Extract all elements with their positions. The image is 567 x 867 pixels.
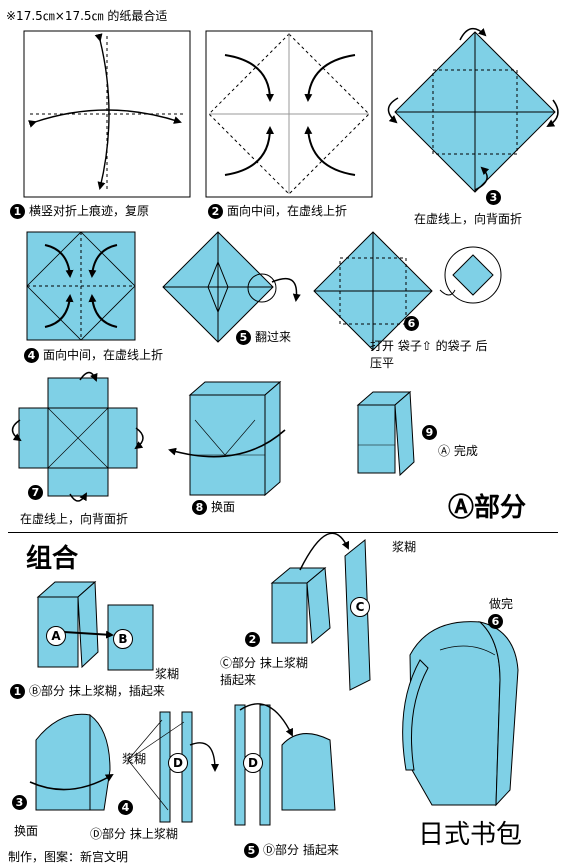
- assembly-step-2-number: 2: [245, 632, 264, 647]
- part-b-badge: B: [113, 628, 133, 649]
- glue-label-b: 浆糊: [155, 667, 180, 681]
- step-3-number: 3: [486, 190, 505, 205]
- section-a-title: Ⓐ部分: [448, 493, 527, 523]
- assembly-step3-drawing: [29, 713, 114, 811]
- step8-drawing: [168, 380, 286, 497]
- assembly-step-6-number: 6: [488, 614, 507, 629]
- assembly-step1-drawing: [36, 580, 154, 671]
- credit-line: 制作，图案：新宫文明: [8, 850, 129, 864]
- assembly-step-4-label: Ⓓ部分 抹上浆糊: [90, 827, 178, 841]
- part-a-badge: A: [46, 625, 66, 646]
- step3-drawing: [387, 27, 559, 193]
- assembly-step-3-number: 3: [12, 795, 31, 810]
- step-9-number: 9: [422, 425, 441, 440]
- assembly-step-2-label: Ⓒ部分 抹上浆糊 插起来: [220, 656, 308, 687]
- backpack-drawing: [402, 621, 519, 807]
- step-6-number: 6: [404, 316, 423, 331]
- assembly-step-3-label: 换面: [14, 824, 39, 838]
- assembly-step-6-label: 做完: [489, 597, 514, 611]
- glue-label-d: 浆糊: [122, 752, 147, 766]
- assembly-step5-drawing: [234, 703, 336, 826]
- step-9-label: Ⓐ 完成: [438, 444, 478, 458]
- step4-drawing: [26, 231, 136, 341]
- part-d-badge-2: D: [243, 752, 263, 773]
- result-title: 日式书包: [418, 820, 523, 850]
- glue-label-c: 浆糊: [392, 540, 417, 554]
- section-divider: [8, 532, 558, 533]
- step6-drawing: [313, 231, 502, 351]
- step-3-label: 在虚线上，向背面折: [414, 212, 523, 226]
- step-6-label: 打开 袋子⇧ 的袋子 后 压平: [370, 339, 488, 370]
- part-c-badge: C: [350, 596, 370, 617]
- step5-drawing: [162, 231, 301, 343]
- step9-drawing: [356, 390, 415, 477]
- assembly-title: 组合: [26, 544, 79, 574]
- step2-drawing: [205, 30, 373, 198]
- assembly-step-4-number: 4: [118, 800, 137, 815]
- paper-size-note: ※17.5㎝×17.5㎝ 的纸最合适: [6, 9, 168, 23]
- step1-drawing: [23, 30, 191, 198]
- step-7-label: 在虚线上，向背面折: [20, 512, 129, 526]
- step7-drawing: [11, 371, 144, 502]
- step-7-number: 7: [28, 485, 47, 500]
- part-d-badge: D: [168, 752, 188, 773]
